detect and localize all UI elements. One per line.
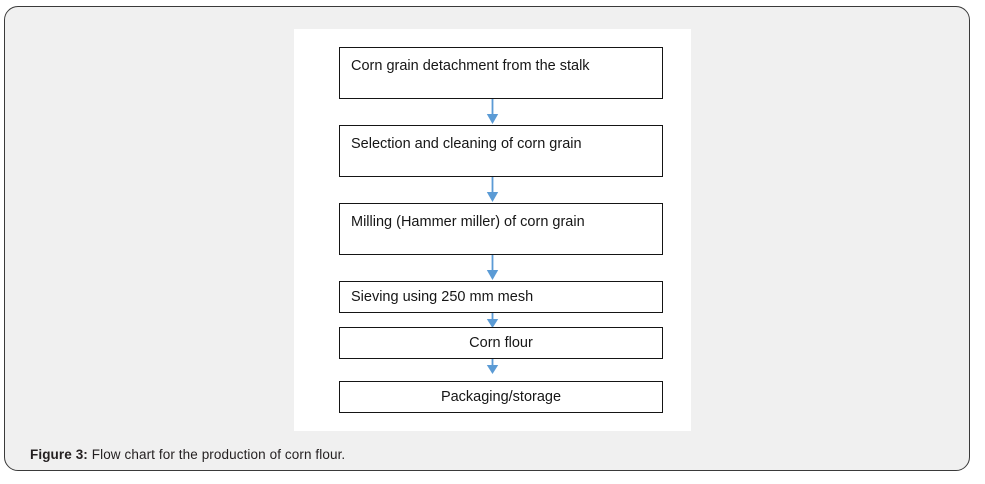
- flow-step-label: Sieving using 250 mm mesh: [351, 288, 534, 305]
- flow-arrow-2-to-3: [294, 255, 691, 281]
- figure-caption-text: Flow chart for the production of corn fl…: [87, 447, 346, 462]
- flowchart-panel: Corn grain detachment from the stalk Sel…: [294, 29, 691, 431]
- flow-step-label: Corn flour: [469, 334, 533, 351]
- flow-arrow-4-to-5: [294, 359, 691, 375]
- figure-caption-label: Figure 3:: [30, 447, 88, 462]
- arrow-down-icon: [486, 359, 499, 374]
- flow-step-corn-flour: Corn flour: [339, 327, 663, 359]
- figure-card: Corn grain detachment from the stalk Sel…: [4, 6, 970, 471]
- flow-step-selection-cleaning: Selection and cleaning of corn grain: [339, 125, 663, 177]
- flow-arrow-0-to-1: [294, 99, 691, 125]
- arrow-down-icon: [486, 255, 499, 280]
- arrow-down-icon: [486, 99, 499, 124]
- flow-step-corn-grain-detachment: Corn grain detachment from the stalk: [339, 47, 663, 99]
- flow-arrow-1-to-2: [294, 177, 691, 203]
- arrow-down-icon: [486, 177, 499, 202]
- flow-step-label: Corn grain detachment from the stalk: [351, 57, 590, 74]
- flow-step-packaging-storage: Packaging/storage: [339, 381, 663, 413]
- figure-caption: Figure 3: Flow chart for the production …: [30, 447, 345, 462]
- flow-step-label: Selection and cleaning of corn grain: [351, 135, 582, 152]
- flow-step-label: Packaging/storage: [440, 388, 562, 405]
- flow-step-sieving: Sieving using 250 mm mesh: [339, 281, 663, 313]
- flow-step-label: Milling (Hammer miller) of corn grain: [351, 213, 585, 230]
- flow-step-milling: Milling (Hammer miller) of corn grain: [339, 203, 663, 255]
